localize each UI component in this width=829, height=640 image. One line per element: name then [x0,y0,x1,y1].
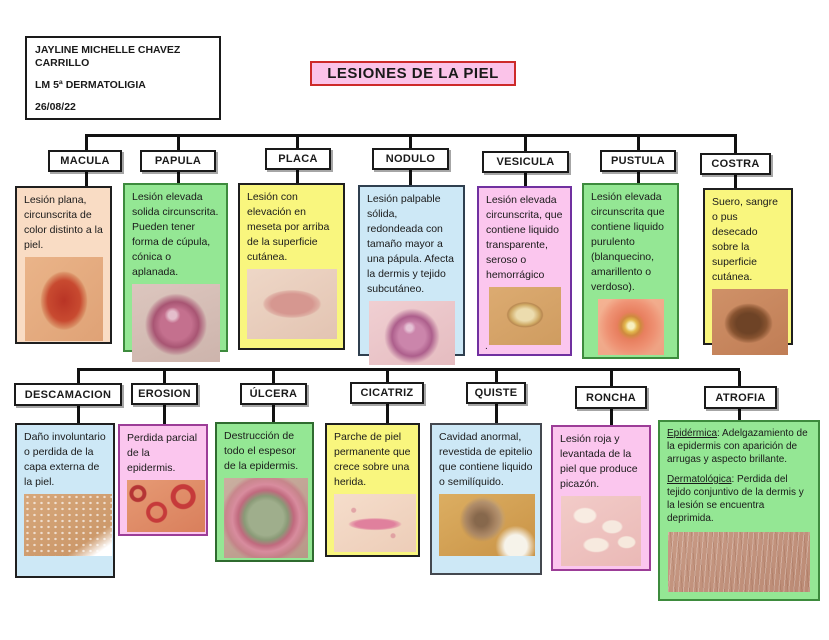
papula-photo [132,284,220,362]
card-pustula: Lesión elevada circunscrita que contiene… [582,183,679,359]
atrofia-epidermica-lead: Epidérmica [667,428,718,439]
node-label-placa: PLACA [265,148,331,170]
pustula-photo [597,299,664,355]
vesicula-photo [488,287,561,345]
connector-bottom-horizontal [77,368,740,371]
erosion-photo [127,480,205,532]
node-label-roncha: RONCHA [575,386,647,409]
nodulo-description: Lesión palpable sólida, redondeada con t… [367,193,454,295]
connector-stub [734,175,737,188]
placa-photo [247,269,337,339]
connector-stub [163,405,166,424]
connector-top-horizontal [85,134,737,137]
card-macula: Lesión plana, circunscrita de color dist… [15,186,112,344]
macula-description: Lesión plana, circunscrita de color dist… [24,194,103,251]
card-erosion: Perdida parcial de la epidermis. [118,424,208,536]
connector-stub [386,371,389,382]
descamacion-description: Daño involuntario o perdida de la capa e… [24,431,106,488]
node-label-costra: COSTRA [700,153,771,175]
connector-stub [610,409,613,425]
connector-stub [637,137,640,150]
connector-stub [386,404,389,423]
connector-stub [177,172,180,183]
connector-stub [610,371,613,386]
connector-stub [272,371,275,383]
course-name: LM 5ª DERMATOLIGIA [35,79,146,91]
card-nodulo: Lesión palpable sólida, redondeada con t… [358,185,465,365]
connector-stub [524,173,527,186]
connector-stub [85,137,88,150]
node-label-ulcera: ÚLCERA [240,383,307,405]
connector-stub [734,137,737,153]
connector-stub [163,371,166,383]
node-label-cicatriz: CICATRIZ [350,382,424,404]
card-roncha: Lesión roja y levantada de la piel que p… [551,425,651,571]
ulcera-photo [224,478,308,558]
connector-stub [85,172,88,186]
connector-stub [738,371,741,386]
costra-description: Suero, sangre o pus desecado sobre la su… [712,196,778,283]
cicatriz-description: Parche de piel permanente que crece sobr… [334,431,411,488]
atrofia-epidermica-text: : Adelgazamiento de la epidermis con apa… [667,428,808,465]
page-title: LESIONES DE LA PIEL [310,61,516,86]
student-info-box: JAYLINE MICHELLE CHAVEZ CARRILLO LM 5ª D… [25,36,221,120]
connector-stub [296,170,299,183]
node-label-quiste: QUISTE [466,382,526,404]
nodulo-photo [368,301,455,365]
node-label-pustula: PUSTULA [600,150,676,172]
card-papula: Lesión elevada solida circunscrita. Pued… [123,183,228,362]
card-costra: Suero, sangre o pus desecado sobre la su… [703,188,793,355]
connector-stub [409,170,412,185]
vesicula-description: Lesión elevada circunscrita, que contien… [486,194,563,281]
node-label-descamacion: DESCAMACION [14,383,122,406]
descamacion-photo [24,494,112,556]
student-name: JAYLINE MICHELLE CHAVEZ CARRILLO [35,44,181,69]
node-label-papula: PAPULA [140,150,216,172]
connector-stub [272,405,275,422]
papula-description: Lesión elevada solida circunscrita. Pued… [132,191,219,278]
connector-stub [637,172,640,183]
macula-photo [24,257,103,341]
card-vesicula: Lesión elevada circunscrita, que contien… [477,186,572,356]
roncha-description: Lesión roja y levantada de la piel que p… [560,433,638,490]
card-quiste: Cavidad anormal, revestida de epitelio q… [430,423,542,575]
placa-description: Lesión con elevación en meseta por arrib… [247,191,330,263]
card-placa: Lesión con elevación en meseta por arrib… [238,183,345,350]
connector-stub [296,137,299,148]
connector-stub [495,404,498,423]
connector-stub [409,137,412,148]
vesicula-footnote: . [485,341,488,352]
costra-photo [712,289,788,355]
card-ulcera: Destrucción de todo el espesor de la epi… [215,422,314,562]
ulcera-description: Destrucción de todo el espesor de la epi… [224,430,299,472]
node-label-erosion: EROSION [131,383,198,405]
connector-stub [177,137,180,150]
quiste-description: Cavidad anormal, revestida de epitelio q… [439,431,533,488]
date-text: 26/08/22 [35,101,76,113]
atrofia-dermatologica-text: : Perdida del tejido conjuntivo de la de… [667,474,804,524]
connector-stub [495,371,498,382]
card-descamacion: Daño involuntario o perdida de la capa e… [15,423,115,578]
node-label-atrofia: ATROFIA [704,386,777,409]
node-label-nodulo: NODULO [372,148,449,170]
card-cicatriz: Parche de piel permanente que crece sobr… [325,423,420,557]
erosion-description: Perdida parcial de la epidermis. [127,432,198,474]
card-atrofia: Epidérmica: Adelgazamiento de la epiderm… [658,420,820,601]
connector-stub [738,409,741,420]
pustula-description: Lesión elevada circunscrita que contiene… [591,191,665,293]
atrofia-description: Epidérmica: Adelgazamiento de la epiderm… [667,427,811,525]
atrofia-dermatologica-lead: Dermatológica [667,474,732,485]
cicatriz-photo [334,494,416,552]
node-label-vesicula: VESICULA [482,151,569,173]
connector-stub [524,137,527,151]
roncha-photo [561,496,641,566]
quiste-photo [439,494,535,556]
connector-stub [77,371,80,383]
atrofia-photo [668,532,810,592]
connector-stub [77,406,80,423]
node-label-macula: MACULA [48,150,122,172]
